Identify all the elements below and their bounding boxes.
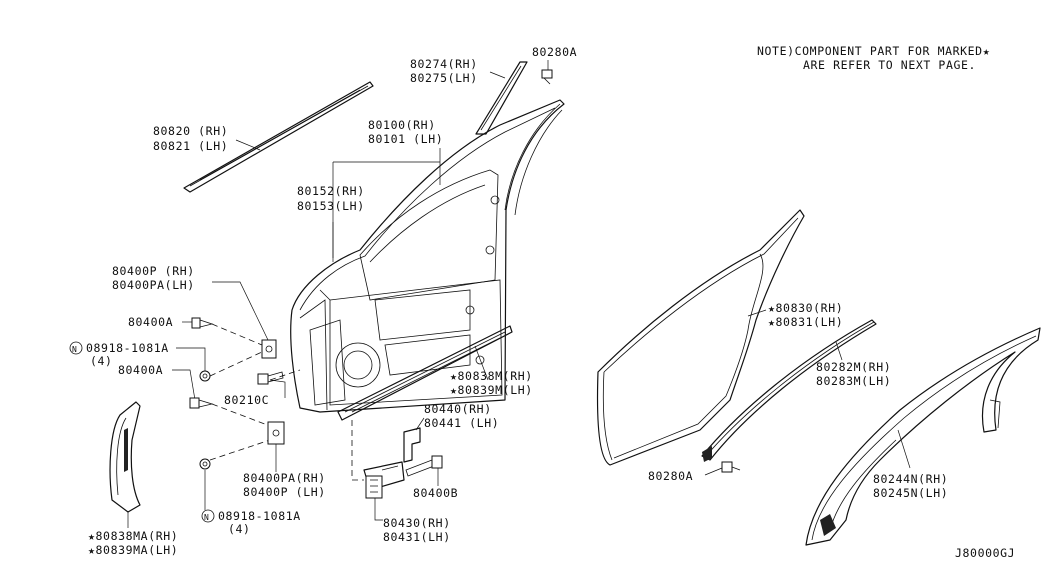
label-08918-1: 08918-1081A	[86, 341, 169, 355]
label-80400A-1: 80400A	[128, 315, 173, 329]
label-80820: 80820 (RH)	[153, 124, 228, 138]
nut-symbol-1	[69, 341, 83, 355]
bolt-80210C[interactable]	[257, 371, 284, 385]
label-80400P-rh: 80400P (RH)	[112, 264, 195, 278]
nut-08918-1[interactable]	[199, 370, 211, 382]
lower-hinge-80400PA[interactable]	[267, 421, 285, 445]
label-80838MA: ★80838MA(RH)	[88, 529, 178, 543]
label-08918-2: 08918-1081A	[218, 509, 301, 523]
bolt-80400A-2[interactable]	[189, 397, 214, 409]
label-80101: 80101 (LH)	[368, 132, 443, 146]
label-80280A-bottom: 80280A	[648, 469, 693, 483]
label-08918-1-qty: (4)	[90, 354, 113, 368]
nut-08918-2[interactable]	[199, 458, 211, 470]
nut-symbol-label-2: N	[204, 513, 209, 522]
bracket-80440[interactable]	[403, 427, 421, 463]
label-80210C: 80210C	[224, 393, 269, 407]
label-80830: ★80830(RH)	[768, 301, 843, 315]
label-80441: 80441 (LH)	[424, 416, 499, 430]
front-door-panel-80100[interactable]	[290, 99, 565, 413]
label-80400P-lh: 80400P (LH)	[243, 485, 326, 499]
label-80821: 80821 (LH)	[153, 139, 228, 153]
note-line-2: ARE REFER TO NEXT PAGE.	[803, 58, 976, 72]
label-80440: 80440(RH)	[424, 402, 492, 416]
nut-symbol-label-1: N	[72, 345, 77, 354]
bolt-80400A-1[interactable]	[182, 317, 214, 329]
door-weatherstrip-80830[interactable]	[596, 209, 805, 466]
label-80431: 80431(LH)	[383, 530, 451, 544]
label-80400PA-lh: 80400PA(LH)	[112, 278, 195, 292]
label-08918-2-qty: (4)	[228, 522, 251, 536]
sash-trim-80274[interactable]	[475, 61, 528, 135]
label-80839M: ★80839M(LH)	[450, 383, 533, 397]
label-80831: ★80831(LH)	[768, 315, 843, 329]
clip-80280A-bottom[interactable]	[721, 461, 741, 473]
door-outside-molding-80820[interactable]	[183, 81, 374, 193]
bolt-80400B[interactable]	[405, 455, 443, 477]
label-80400PA-rh: 80400PA(RH)	[243, 471, 326, 485]
label-80153: 80153(LH)	[297, 199, 365, 213]
front-pillar-80244N[interactable]	[805, 327, 1041, 546]
door-lower-molding-80838M[interactable]	[337, 325, 513, 421]
label-80839MA: ★80839MA(LH)	[88, 543, 178, 557]
label-80283M: 80283M(LH)	[816, 374, 891, 388]
nut-symbol-2	[201, 509, 215, 523]
label-80275: 80275(LH)	[410, 71, 478, 85]
label-80430: 80430(RH)	[383, 516, 451, 530]
label-80282M: 80282M(RH)	[816, 360, 891, 374]
label-80400A-2: 80400A	[118, 363, 163, 377]
label-80280A-top: 80280A	[532, 45, 577, 59]
label-80274: 80274(RH)	[410, 57, 478, 71]
clip-80280A-top[interactable]	[541, 60, 553, 85]
molding-80282M[interactable]	[701, 319, 877, 462]
label-80838M: ★80838M(RH)	[450, 369, 533, 383]
label-80152: 80152(RH)	[297, 184, 365, 198]
pillar-garnish-80838MA[interactable]	[109, 401, 141, 513]
label-80244N: 80244N(RH)	[873, 472, 948, 486]
diagram-code: J80000GJ	[955, 546, 1015, 560]
label-80245N: 80245N(LH)	[873, 486, 948, 500]
upper-hinge-80400P[interactable]	[261, 339, 277, 359]
label-80400B: 80400B	[413, 486, 458, 500]
door-check-link-80430[interactable]	[363, 461, 405, 499]
note-line-1: NOTE)COMPONENT PART FOR MARKED★	[757, 44, 990, 58]
label-80100: 80100(RH)	[368, 118, 436, 132]
